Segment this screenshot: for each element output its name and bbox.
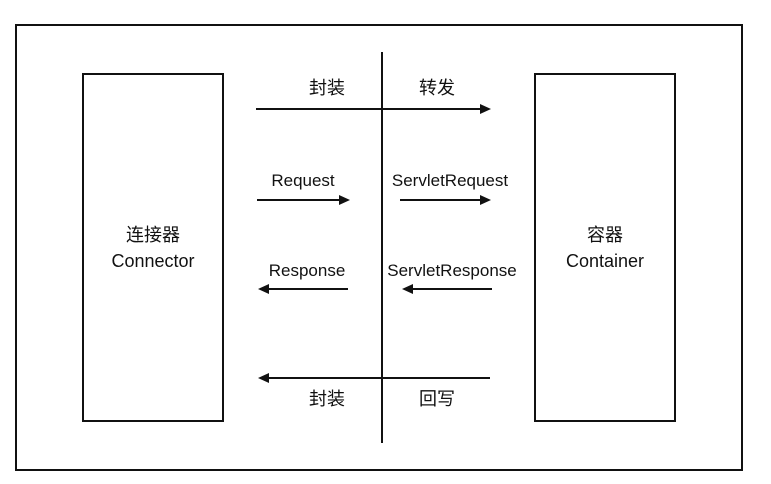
label-encapsulate-bottom: 封装 <box>309 389 345 409</box>
label-servlet-request: ServletRequest <box>391 171 509 190</box>
arrow-response <box>258 284 348 294</box>
arrow-servlet-response <box>402 284 492 294</box>
label-encapsulate-top: 封装 <box>309 78 345 98</box>
connector-title-en: Connector <box>111 250 195 271</box>
arrow-writeback-bottom <box>258 373 490 383</box>
connector-box: 连接器 Connector <box>82 73 224 422</box>
arrow-request <box>257 195 350 205</box>
container-box: 容器 Container <box>534 73 676 422</box>
label-request: Request <box>271 171 335 190</box>
label-writeback-bottom: 回写 <box>419 389 455 409</box>
arrow-servlet-request <box>400 195 491 205</box>
arrow-forward-top <box>256 104 491 114</box>
container-title-zh: 容器 <box>587 224 623 245</box>
label-forward-top: 转发 <box>419 78 455 98</box>
divider-line <box>381 52 383 443</box>
connector-title-zh: 连接器 <box>126 224 180 245</box>
label-servlet-response: ServletResponse <box>387 261 517 280</box>
label-response: Response <box>268 261 346 280</box>
container-title-en: Container <box>565 250 645 271</box>
